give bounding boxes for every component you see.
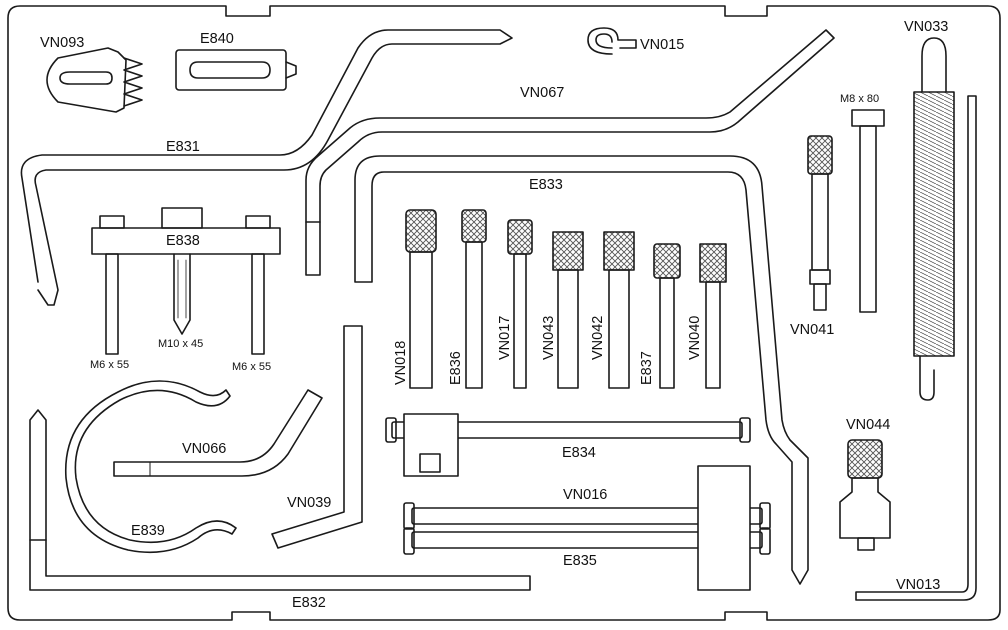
vn015-tool bbox=[587, 27, 637, 55]
label-vn040: VN040 bbox=[687, 315, 703, 360]
e840-tool bbox=[175, 49, 297, 91]
vn041-tool bbox=[807, 135, 833, 311]
label-vn041: VN041 bbox=[790, 322, 835, 338]
e832-tool bbox=[29, 409, 531, 591]
label-e840: E840 bbox=[200, 31, 234, 47]
label-vn013: VN013 bbox=[896, 577, 941, 593]
e838-tool bbox=[91, 207, 281, 355]
vn013-tool bbox=[855, 95, 977, 601]
pins-group bbox=[405, 209, 727, 389]
label-vn017: VN017 bbox=[497, 315, 513, 360]
vn093-tool bbox=[46, 47, 143, 113]
label-e833: E833 bbox=[529, 177, 563, 193]
label-vn015: VN015 bbox=[640, 37, 685, 53]
vn067-tool bbox=[305, 29, 835, 276]
label-vn039: VN039 bbox=[287, 495, 332, 511]
e831-tool bbox=[20, 29, 513, 306]
vn066-tool bbox=[113, 389, 323, 477]
tray-outline bbox=[7, 5, 1001, 621]
label-m10x45: M10 x 45 bbox=[158, 338, 204, 350]
label-vn067: VN067 bbox=[520, 85, 565, 101]
label-e837: E837 bbox=[639, 351, 655, 385]
e833-tool bbox=[354, 155, 809, 585]
m8x80-bolt bbox=[851, 109, 885, 313]
vn039-tool bbox=[271, 325, 363, 549]
label-vn016: VN016 bbox=[563, 487, 608, 503]
label-vn066: VN066 bbox=[182, 441, 227, 457]
label-e835: E835 bbox=[563, 553, 597, 569]
label-e834: E834 bbox=[562, 445, 596, 461]
label-vn093: VN093 bbox=[40, 35, 85, 51]
vn044-tool bbox=[839, 439, 891, 551]
label-vn043: VN043 bbox=[541, 315, 557, 360]
label-vn044: VN044 bbox=[846, 417, 891, 433]
label-vn042: VN042 bbox=[590, 315, 606, 360]
label-e836: E836 bbox=[448, 351, 464, 385]
label-vn018: VN018 bbox=[393, 340, 409, 385]
label-e832: E832 bbox=[292, 595, 326, 611]
label-e839: E839 bbox=[131, 523, 165, 539]
vn033-spring bbox=[913, 37, 955, 401]
label-e838: E838 bbox=[166, 233, 200, 249]
label-e831: E831 bbox=[166, 139, 200, 155]
e834-tool bbox=[385, 413, 751, 477]
label-m6x55-left: M6 x 55 bbox=[90, 359, 130, 371]
vn016-e835-tool bbox=[403, 465, 771, 591]
label-m8x80: M8 x 80 bbox=[840, 93, 880, 105]
label-vn033: VN033 bbox=[904, 19, 949, 35]
e839-tool bbox=[64, 380, 237, 554]
label-m6x55-right: M6 x 55 bbox=[232, 361, 272, 373]
